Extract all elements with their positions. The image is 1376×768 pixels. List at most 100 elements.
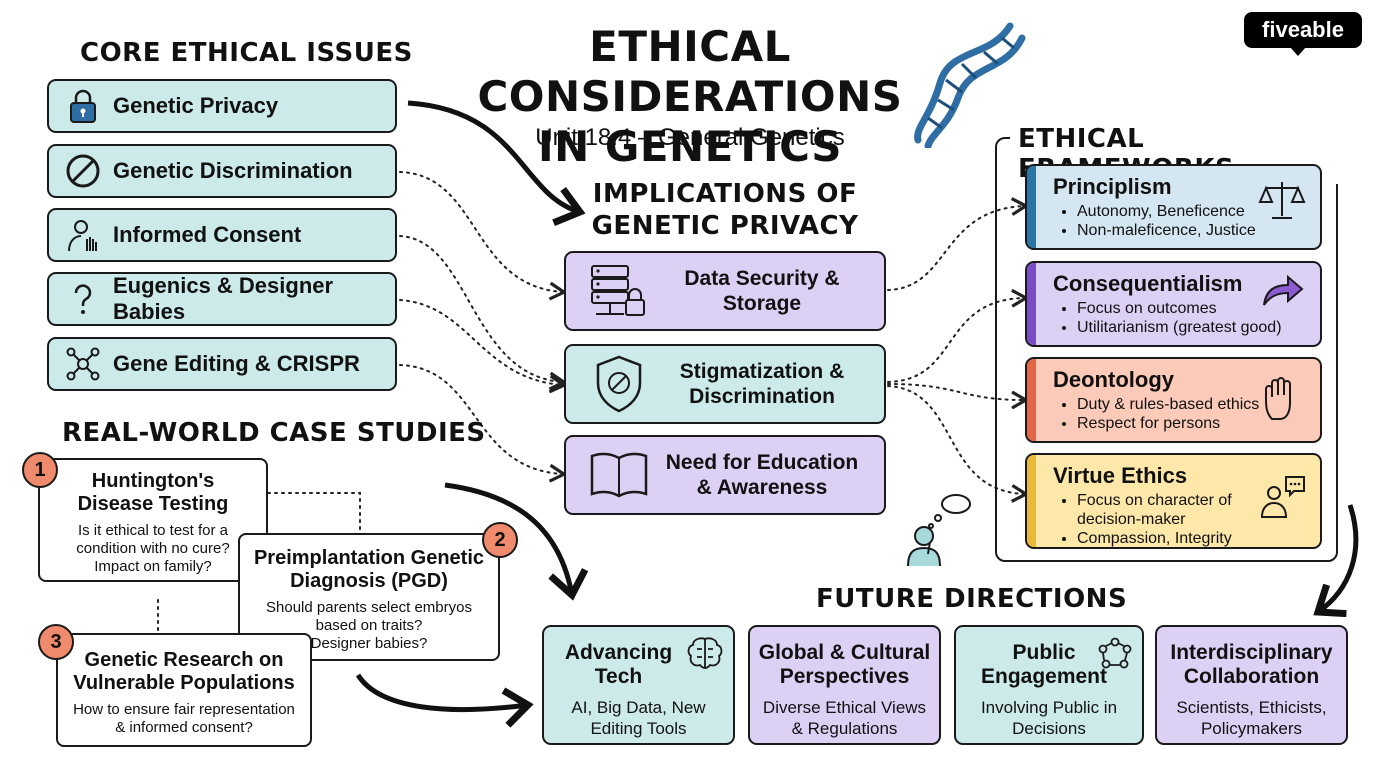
lock-icon xyxy=(70,89,96,123)
impl-text-line2: Storage xyxy=(722,292,802,315)
arrow-icon xyxy=(1263,274,1304,306)
case-body-line3: Impact on family? xyxy=(94,558,212,575)
future-heading: FUTURE DIRECTIONS xyxy=(816,584,1128,614)
future-body-line1: Involving Public in xyxy=(980,698,1118,717)
case-title-line1: Huntington's xyxy=(91,470,215,492)
impl-stigmatization[interactable]: Stigmatization & Discrimination xyxy=(564,344,886,424)
shield-icon xyxy=(596,355,642,413)
framework-bullet: Utilitarianism (greatest good) xyxy=(1077,318,1282,337)
future-body: Scientists, Ethicists, Policymakers xyxy=(1157,697,1346,739)
case-body-line2: condition with no cure? xyxy=(76,540,230,557)
future-title-line1: Global & Cultural xyxy=(758,641,931,664)
impl-text: Data Security & Storage xyxy=(650,266,884,316)
impl-text-line1: Need for Education xyxy=(665,451,859,474)
question-icon xyxy=(74,284,92,314)
framework-bullets: Focus on character of decision-maker Com… xyxy=(1053,491,1267,547)
arrow-frameworks-to-future xyxy=(1318,504,1359,612)
future-body: AI, Big Data, New Editing Tools xyxy=(544,697,733,739)
framework-title: Deontology xyxy=(1053,367,1174,392)
brain-circuit-icon xyxy=(687,637,723,669)
prohibited-icon xyxy=(66,154,100,188)
dotted-data-to-principlism xyxy=(887,197,1030,291)
framework-principlism[interactable]: Principlism Autonomy, Beneficence Non-ma… xyxy=(1025,164,1322,250)
fiveable-logo[interactable]: fiveable xyxy=(1244,12,1362,48)
future-global-cultural[interactable]: Global & Cultural Perspectives Diverse E… xyxy=(748,625,941,745)
case-title-line2: Vulnerable Populations xyxy=(73,672,295,694)
future-title-line1: Advancing xyxy=(564,641,673,664)
case-body-line3: Designer babies? xyxy=(310,635,428,652)
future-interdisciplinary[interactable]: Interdisciplinary Collaboration Scientis… xyxy=(1155,625,1348,745)
case-badge-1: 1 xyxy=(22,452,58,488)
person-hand-icon xyxy=(68,220,97,252)
issue-label: Genetic Privacy xyxy=(113,93,279,118)
arrow-privacy-to-implications xyxy=(407,100,580,212)
issue-eugenics[interactable]: Eugenics & Designer Babies xyxy=(47,272,397,326)
future-title-line2: Engagement xyxy=(980,665,1108,688)
future-body-line2: & Regulations xyxy=(791,719,898,738)
issue-gene-editing[interactable]: Gene Editing & CRISPR xyxy=(47,337,397,391)
impl-text-line2: & Awareness xyxy=(696,476,828,499)
framework-bullet: Non-maleficence, Justice xyxy=(1077,221,1256,240)
dotted-discrimination-to-data xyxy=(399,171,568,301)
future-title-line2: Collaboration xyxy=(1183,665,1320,688)
framework-bullets: Focus on outcomes Utilitarianism (greate… xyxy=(1053,299,1282,337)
dotted-case1-connector xyxy=(267,492,361,531)
dotted-crispr-to-education xyxy=(399,364,568,483)
future-title-line2: Tech xyxy=(594,665,643,688)
implications-heading: IMPLICATIONS OF GENETIC PRIVACY xyxy=(565,178,885,242)
case-body: How to ensure fair representation & info… xyxy=(58,701,310,737)
framework-bullet: Focus on character of decision-maker xyxy=(1077,491,1267,529)
impl-text: Need for Education & Awareness xyxy=(650,450,884,500)
arrow-case3-to-future xyxy=(355,673,528,710)
framework-virtue-ethics[interactable]: Virtue Ethics Focus on character of deci… xyxy=(1025,453,1322,549)
page-title-line2: IN GENETICS xyxy=(537,122,843,171)
framework-stripe xyxy=(1027,166,1036,248)
future-body-line2: Policymakers xyxy=(1200,719,1303,738)
impl-data-security[interactable]: Data Security & Storage xyxy=(564,251,886,331)
issue-informed-consent[interactable]: Informed Consent xyxy=(47,208,397,262)
case-body: Should parents select embryos based on t… xyxy=(240,599,498,653)
case-body-line1: Is it ethical to test for a xyxy=(77,522,229,539)
impl-text-line2: Discrimination xyxy=(689,385,835,408)
framework-title: Consequentialism xyxy=(1053,271,1243,296)
arrow-cases-to-future xyxy=(444,482,572,595)
case-body-line2: based on traits? xyxy=(315,617,423,634)
framework-bullet: Autonomy, Beneficence xyxy=(1077,202,1256,221)
issue-genetic-discrimination[interactable]: Genetic Discrimination xyxy=(47,144,397,198)
framework-bullet: Respect for persons xyxy=(1077,414,1259,433)
impl-text-line1: Stigmatization & xyxy=(679,360,845,383)
page-title: ETHICAL CONSIDERATIONS IN GENETICS xyxy=(400,22,980,172)
future-title-line2: Perspectives xyxy=(779,665,910,688)
issue-genetic-privacy[interactable]: Genetic Privacy xyxy=(47,79,397,133)
dna-icon xyxy=(914,22,1026,148)
impl-text: Stigmatization & Discrimination xyxy=(650,359,884,409)
case-body-line2: & informed consent? xyxy=(115,719,253,736)
future-body-line2: Editing Tools xyxy=(590,719,687,738)
issue-label: Eugenics & Designer Babies xyxy=(113,273,334,324)
framework-title: Principlism xyxy=(1053,174,1172,199)
future-body: Involving Public in Decisions xyxy=(956,697,1142,739)
case-studies-heading: REAL-WORLD CASE STUDIES xyxy=(62,418,486,448)
framework-deontology[interactable]: Deontology Duty & rules-based ethics Res… xyxy=(1025,357,1322,443)
case-badge-2: 2 xyxy=(482,522,518,558)
framework-bullets: Duty & rules-based ethics Respect for pe… xyxy=(1053,395,1259,433)
case-pgd[interactable]: Preimplantation Genetic Diagnosis (PGD) … xyxy=(238,533,500,661)
dotted-consent-to-stigma xyxy=(399,235,568,391)
future-body-line1: Diverse Ethical Views xyxy=(762,698,927,717)
future-title-line1: Public xyxy=(1012,641,1076,664)
person-speech-icon xyxy=(1260,476,1305,518)
framework-consequentialism[interactable]: Consequentialism Focus on outcomes Utili… xyxy=(1025,261,1322,347)
case-title-line1: Preimplantation Genetic xyxy=(253,547,485,569)
framework-bullet: Duty & rules-based ethics xyxy=(1077,395,1259,414)
hand-icon xyxy=(1265,377,1291,420)
implications-heading-line1: IMPLICATIONS OF xyxy=(592,179,858,209)
future-public-engagement[interactable]: Public Engagement Involving Public in De… xyxy=(954,625,1144,745)
future-advancing-tech[interactable]: Advancing Tech AI, Big Data, New Editing… xyxy=(542,625,735,745)
thinking-person-icon xyxy=(907,494,971,567)
case-vulnerable-populations[interactable]: Genetic Research on Vulnerable Populatio… xyxy=(56,633,312,747)
future-body-line2: Decisions xyxy=(1012,719,1086,738)
implications-heading-line2: GENETIC PRIVACY xyxy=(591,211,859,241)
case-huntingtons[interactable]: Huntington's Disease Testing Is it ethic… xyxy=(38,458,268,582)
future-title-line1: Interdisciplinary xyxy=(1170,641,1333,664)
impl-education[interactable]: Need for Education & Awareness xyxy=(564,435,886,515)
